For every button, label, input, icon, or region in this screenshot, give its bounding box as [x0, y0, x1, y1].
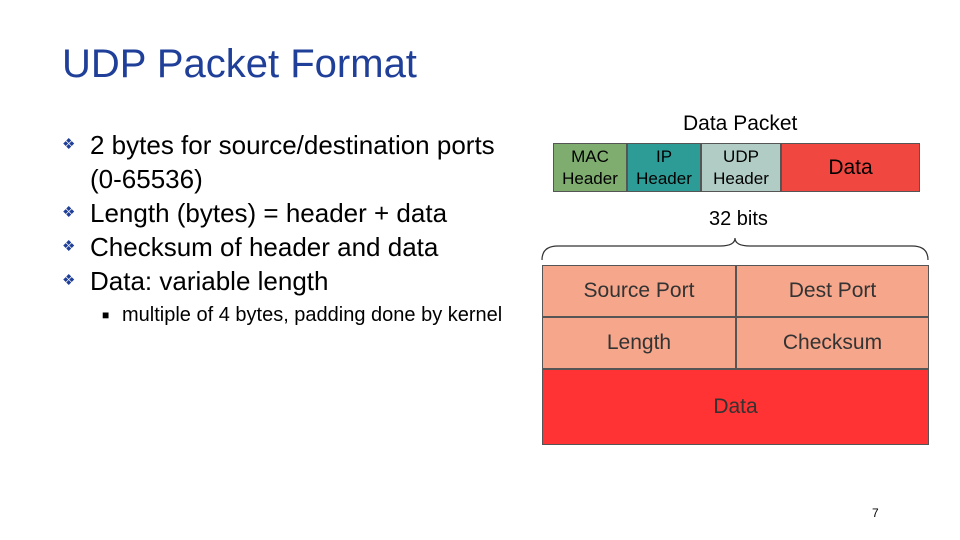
- bullet-item: ❖ Data: variable length: [62, 264, 522, 298]
- data-packet-caption: Data Packet: [683, 112, 798, 135]
- dest-port-field: Dest Port: [736, 265, 929, 317]
- udp-header-block: UDP Header: [701, 143, 781, 192]
- sub-bullet-item: ■ multiple of 4 bytes, padding done by k…: [62, 302, 522, 328]
- slide-title: UDP Packet Format: [62, 42, 417, 86]
- diamond-checkmark-icon: ❖: [62, 204, 76, 221]
- bullet-item: ❖ Checksum of header and data: [62, 230, 522, 264]
- square-bullet-icon: ■: [102, 308, 110, 322]
- bullet-text: Data: variable length: [90, 266, 329, 296]
- diamond-checkmark-icon: ❖: [62, 136, 76, 153]
- length-field: Length: [542, 317, 736, 369]
- bullet-text: Checksum of header and data: [90, 232, 439, 262]
- bullet-text: Length (bytes) = header + data: [90, 198, 448, 228]
- diamond-checkmark-icon: ❖: [62, 272, 76, 289]
- ip-header-block: IP Header: [627, 143, 701, 192]
- checksum-field: Checksum: [736, 317, 929, 369]
- source-port-field: Source Port: [542, 265, 736, 317]
- payload-data-field: Data: [542, 369, 929, 445]
- width-brace: [541, 237, 929, 261]
- sub-bullet-text: multiple of 4 bytes, padding done by ker…: [122, 304, 503, 326]
- bullet-item: ❖ Length (bytes) = header + data: [62, 196, 522, 230]
- page-number: 7: [872, 506, 879, 520]
- diamond-checkmark-icon: ❖: [62, 238, 76, 255]
- bullet-item: ❖ 2 bytes for source/destination ports (…: [62, 128, 522, 196]
- data-block: Data: [781, 143, 920, 192]
- bits-label: 32 bits: [709, 208, 768, 230]
- mac-header-block: MAC Header: [553, 143, 627, 192]
- bullet-list: ❖ 2 bytes for source/destination ports (…: [62, 128, 522, 328]
- bullet-text: 2 bytes for source/destination ports (0-…: [90, 130, 495, 194]
